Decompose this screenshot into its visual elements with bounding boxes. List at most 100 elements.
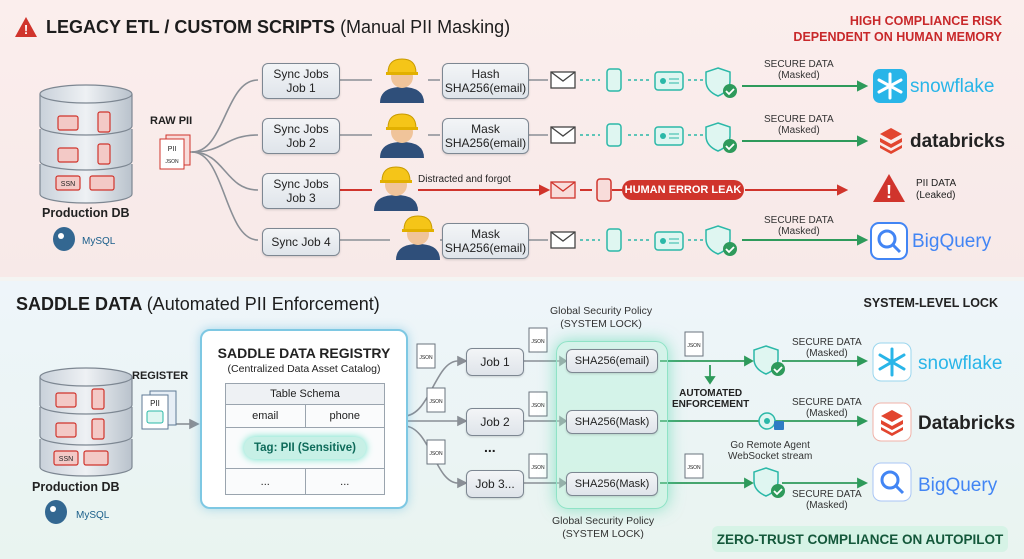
saddle-subtitle: (Automated PII Enforcement) [146,294,380,314]
register-label: REGISTER [132,370,189,382]
json-doc-icon: JSON [416,343,436,374]
id-card-icon [654,231,684,256]
secure-data-label: SECURE DATA(Masked) [764,215,834,237]
svg-text:PII: PII [150,399,160,408]
saddle-title: SADDLE DATA (Automated PII Enforcement) [16,294,380,314]
bigquery-logo-icon [872,462,912,507]
svg-text:JSON: JSON [687,343,701,349]
legacy-job-4[interactable]: Sync Job 4 [262,228,340,256]
mysql-logo: MySQL [82,236,116,247]
svg-text:JSON: JSON [429,399,443,405]
shield-check-icon [704,66,740,105]
policy-sha256-mask[interactable]: SHA256(Mask) [566,472,658,496]
saddle-registry-panel: SADDLE DATA REGISTRY (Centralized Data A… [200,329,408,509]
policy-sha256-email[interactable]: SHA256(email) [566,349,658,373]
policy-label-bottom: Global Security Policy(SYSTEM LOCK) [552,515,655,540]
system-lock-label: SYSTEM-LEVEL LOCK [863,296,998,310]
bigquery-label: BigQuery [912,231,992,252]
forgot-label: Distracted and forgot [418,174,511,185]
legacy-subtitle: (Manual PII Masking) [340,17,511,37]
id-card-icon [654,71,684,96]
legacy-db-label: Production DB [42,206,130,220]
table-schema: Table Schema email phone Tag: PII (Sensi… [225,383,385,495]
json-doc-icon: JSON [528,391,548,422]
databricks-logo-icon [878,126,904,159]
pii-document-icon: PII [140,387,180,440]
shield-check-icon [704,224,740,263]
svg-text:!: ! [24,22,28,37]
databricks-label: Databricks [918,413,1016,434]
email-icon [550,181,576,204]
svg-text:PII: PII [168,146,177,153]
json-doc-icon: JSON [528,327,548,358]
column-phone[interactable]: phone [329,410,361,422]
svg-text:JSON: JSON [531,465,545,471]
json-doc-icon: JSON [426,439,446,470]
jobs-ellipsis: ... [484,439,496,455]
saddle-db-label: Production DB [32,480,120,494]
secure-data-label: SECURE DATA(Masked) [792,397,862,419]
legacy-connectors [160,79,869,246]
legacy-panel: ! LEGACY ETL / CUSTOM SCRIPTS (Manual PI… [0,0,1024,277]
json-doc-icon: JSON [426,387,446,418]
column-email[interactable]: email [226,405,306,427]
svg-text:!: ! [886,182,892,202]
svg-text:JSON: JSON [165,159,179,165]
risk-line-1: HIGH COMPLIANCE RISK [849,14,1002,28]
svg-text:JSON: JSON [429,451,443,457]
saddle-job-3[interactable]: Job 3... [466,470,524,498]
secure-data-label: SECURE DATA(Masked) [792,489,862,511]
snowflake-label: snowflake [910,76,995,97]
human-error-leak-badge: HUMAN ERROR LEAK [622,180,744,200]
svg-text:JSON: JSON [531,403,545,409]
bigquery-label: BigQuery [918,475,998,496]
zero-trust-banner: ZERO-TRUST COMPLIANCE ON AUTOPILOT [712,526,1008,552]
shield-check-icon [704,121,740,160]
worker-icon [370,163,422,216]
legacy-title: LEGACY ETL / CUSTOM SCRIPTS (Manual PII … [46,17,511,37]
json-doc-icon: JSON [684,331,704,362]
shield-check-icon [752,344,788,383]
phone-icon [596,178,612,207]
secure-data-label: SECURE DATA(Masked) [764,59,834,81]
policy-label-top: Global Security Policy(SYSTEM LOCK) [550,305,653,330]
registry-subtitle: (Centralized Data Asset Catalog) [227,363,381,375]
email-icon [550,231,576,254]
pii-leaked-label: PII DATA(Leaked) [916,178,957,201]
saddle-job-2[interactable]: Job 2 [466,408,524,436]
risk-label: HIGH COMPLIANCE RISK DEPENDENT ON HUMAN … [793,13,1002,45]
databricks-logo-icon [872,402,912,447]
production-db-icon: SSN [38,367,134,482]
pii-document-icon: PII JSON [158,131,194,176]
registry-title: SADDLE DATA REGISTRY [217,345,391,361]
postgres-icon [50,226,78,257]
table-ellipsis: ... [340,476,350,488]
pii-sensitive-tag[interactable]: Tag: PII (Sensitive) [243,437,367,459]
snowflake-label: snowflake [918,353,1003,374]
databricks-label: databricks [910,131,1006,152]
bigquery-logo-icon [870,222,908,265]
snowflake-logo-icon [872,342,912,387]
email-icon [550,126,576,149]
svg-text:JSON: JSON [531,339,545,345]
production-db-icon: SSN [38,84,134,209]
id-card-icon [654,126,684,151]
ssn-text: SSN [61,181,75,188]
phone-icon [606,228,622,257]
postgres-icon [42,499,70,530]
table-ellipsis: ... [226,469,306,495]
risk-line-2: DEPENDENT ON HUMAN MEMORY [793,30,1002,44]
worker-icon [392,212,444,265]
policy-sha256-mask[interactable]: SHA256(Mask) [566,410,658,434]
saddle-job-1[interactable]: Job 1 [466,348,524,376]
json-doc-icon: JSON [528,453,548,484]
email-icon [550,71,576,94]
